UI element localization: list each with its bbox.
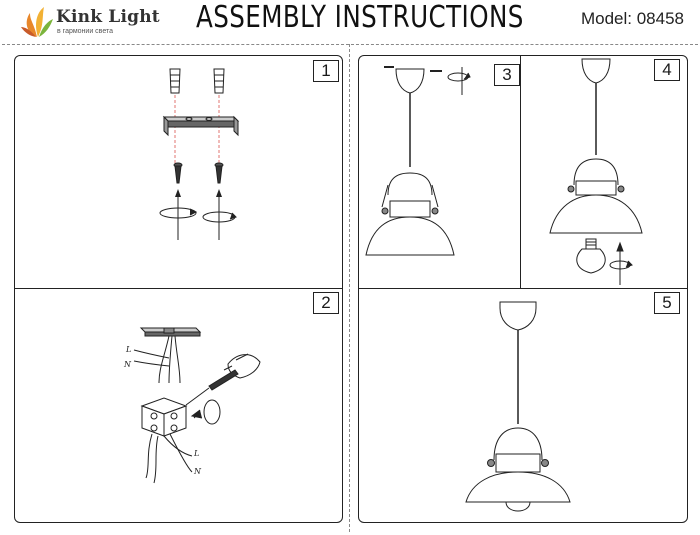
step-3-panel: 3 xyxy=(358,55,520,288)
step-3-illustration xyxy=(365,66,471,256)
header-divider xyxy=(2,44,698,45)
header: Kink Light в гармонии света ASSEMBLY INS… xyxy=(0,0,700,44)
step-1-panel: 1 xyxy=(14,55,343,288)
step-3-number: 3 xyxy=(494,64,520,86)
wall-anchor-left xyxy=(169,68,181,94)
step-4-panel: 4 xyxy=(520,55,688,288)
step-2-panel: 2 L N xyxy=(14,288,343,523)
screw-right xyxy=(214,162,224,184)
brand-logo: Kink Light в гармонии света xyxy=(20,3,160,41)
mounting-bracket xyxy=(162,115,240,137)
ceiling-canopy xyxy=(395,68,425,94)
model-number: Model: 08458 xyxy=(580,9,684,28)
ceiling-bracket xyxy=(139,327,202,337)
wire-label-l-top: L xyxy=(125,345,131,354)
wire-label-n-top: N xyxy=(123,360,132,369)
rotate-arrow-icon xyxy=(159,207,198,219)
center-fold-line xyxy=(349,44,350,532)
brand-tagline: в гармонии света xyxy=(57,28,114,35)
page-title: ASSEMBLY INSTRUCTIONS xyxy=(196,0,524,35)
step-3-4-separator xyxy=(520,55,521,288)
rotate-arrow-icon xyxy=(447,67,471,95)
lamp-wires xyxy=(145,433,193,484)
terminal-block xyxy=(140,397,188,437)
step-5-panel: 5 xyxy=(358,288,688,523)
lamp-shade xyxy=(549,158,643,234)
lamp-shade xyxy=(365,172,455,256)
rotate-arrow-icon xyxy=(609,241,633,285)
wall-anchor-right xyxy=(213,68,225,94)
step-4-5-separator xyxy=(358,288,688,289)
step-5-number: 5 xyxy=(654,292,680,314)
step-4-illustration xyxy=(549,58,643,285)
step-2-number: 2 xyxy=(313,292,339,314)
brand-name: Kink Light xyxy=(56,7,160,27)
step-1-2-separator xyxy=(14,288,343,289)
supply-wires xyxy=(133,335,181,384)
assembled-lamp xyxy=(465,427,571,512)
rotate-arrow-icon xyxy=(202,211,237,223)
right-frame xyxy=(358,55,688,523)
wire-label-l-bottom: L xyxy=(193,449,199,458)
step-1-number: 1 xyxy=(313,60,339,82)
logo-flame-icon xyxy=(21,7,53,37)
wire-label-n-bottom: N xyxy=(193,467,202,476)
left-frame xyxy=(14,55,343,523)
rotate-arrow-icon xyxy=(190,399,221,425)
ceiling-canopy xyxy=(581,58,611,84)
ceiling-canopy xyxy=(499,301,537,331)
step-5-illustration xyxy=(465,301,571,512)
step-1-illustration xyxy=(159,68,240,240)
step-2-illustration: L N L N xyxy=(123,327,261,484)
step-4-number: 4 xyxy=(654,59,680,81)
bulb-icon xyxy=(576,238,606,274)
screwdriver-icon xyxy=(185,369,239,406)
screw-left xyxy=(173,162,183,184)
